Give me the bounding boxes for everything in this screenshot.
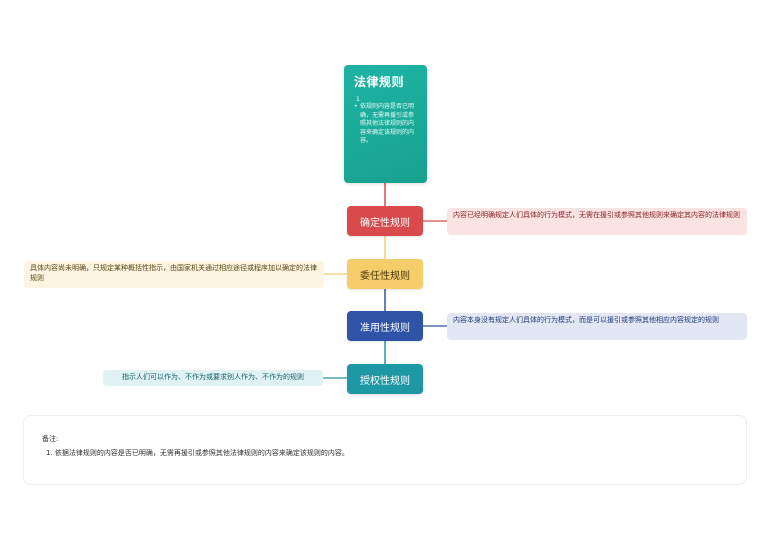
- leaf-delegated-rule[interactable]: 具体内容尚未明确，只规定某种概括性指示，由国家机关通过相应途径或程序加以确定的法…: [24, 261, 324, 288]
- branch-quasi-applicable-rule[interactable]: 准用性规则: [347, 311, 423, 341]
- bullet-icon: •: [354, 103, 358, 110]
- notes-panel: 备注: 1. 依据法律规则的内容是否已明确，无需再援引或参照其他法律规则的内容来…: [23, 415, 747, 485]
- root-note-text: 依规则内容是否已明确，无需再援引或参照其他法律规则的内容来确定该规则的内容。: [360, 103, 415, 144]
- root-topic[interactable]: 法律规则 1 • 依规则内容是否已明确，无需再援引或参照其他法律规则的内容来确定…: [344, 65, 427, 183]
- leaf-quasi-applicable-rule[interactable]: 内容本身没有规定人们具体的行为模式，而是可以援引或参照其他相应内容规定的规则: [447, 313, 747, 340]
- notes-title: 备注:: [42, 435, 59, 443]
- branch-delegated-rule[interactable]: 委任性规则: [347, 259, 423, 289]
- root-number: 1: [356, 96, 360, 103]
- root-title: 法律规则: [354, 75, 405, 89]
- branch-authorizing-rule[interactable]: 授权性规则: [347, 364, 423, 394]
- leaf-authorizing-rule[interactable]: 指示人们可以作为、不作为或要求别人作为、不作为的规则: [103, 370, 323, 386]
- leaf-definite-rule[interactable]: 内容已经明确规定人们具体的行为模式，无需在援引或参照其他规则来确定其内容的法律规…: [447, 208, 747, 235]
- root-note: • 依规则内容是否已明确，无需再援引或参照其他法律规则的内容来确定该规则的内容。: [354, 103, 419, 146]
- notes-item: 1. 依据法律规则的内容是否已明确，无需再援引或参照其他法律规则的内容来确定该规…: [46, 449, 349, 457]
- branch-definite-rule[interactable]: 确定性规则: [347, 206, 423, 236]
